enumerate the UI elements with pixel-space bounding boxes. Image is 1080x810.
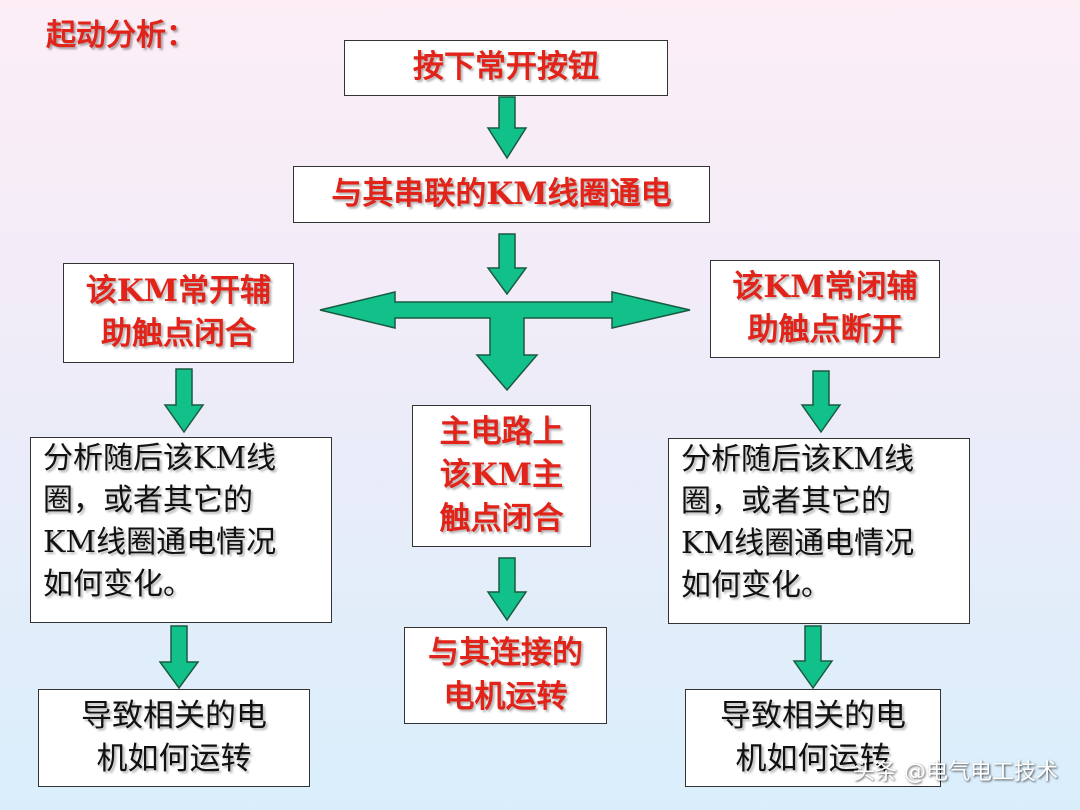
box-center-main-contact: 主电路上 该KM主 触点闭合 xyxy=(412,405,591,547)
three-way-arrow xyxy=(319,291,691,392)
watermark: 头条 @电气电工技术 xyxy=(853,760,1058,785)
box-center-motor: 与其连接的 电机运转 xyxy=(404,627,607,724)
box-coil-energized: 与其串联的KM线圈通电 xyxy=(293,166,710,223)
box-press-button: 按下常开按钮 xyxy=(344,40,668,96)
arrow-down-left-2 xyxy=(158,625,200,690)
arrow-down-center xyxy=(486,557,528,622)
arrow-down-right-2 xyxy=(792,625,834,690)
arrow-down-2 xyxy=(486,233,528,296)
box-right-analysis: 分析随后该KM线 圈，或者其它的 KM线圈通电情况 如何变化。 xyxy=(668,438,970,624)
box-left-aux-contact: 该KM常开辅 助触点闭合 xyxy=(63,263,294,363)
box-left-result: 导致相关的电 机如何运转 xyxy=(38,689,310,787)
arrow-down-1 xyxy=(486,96,528,160)
box-right-aux-contact: 该KM常闭辅 助触点断开 xyxy=(710,260,940,358)
page-title: 起动分析： xyxy=(46,18,196,53)
arrow-down-left-1 xyxy=(163,368,205,434)
box-left-analysis: 分析随后该KM线 圈，或者其它的 KM线圈通电情况 如何变化。 xyxy=(30,437,332,623)
arrow-down-right-1 xyxy=(800,370,842,434)
box-right-result: 导致相关的电 机如何运转 xyxy=(685,689,941,787)
